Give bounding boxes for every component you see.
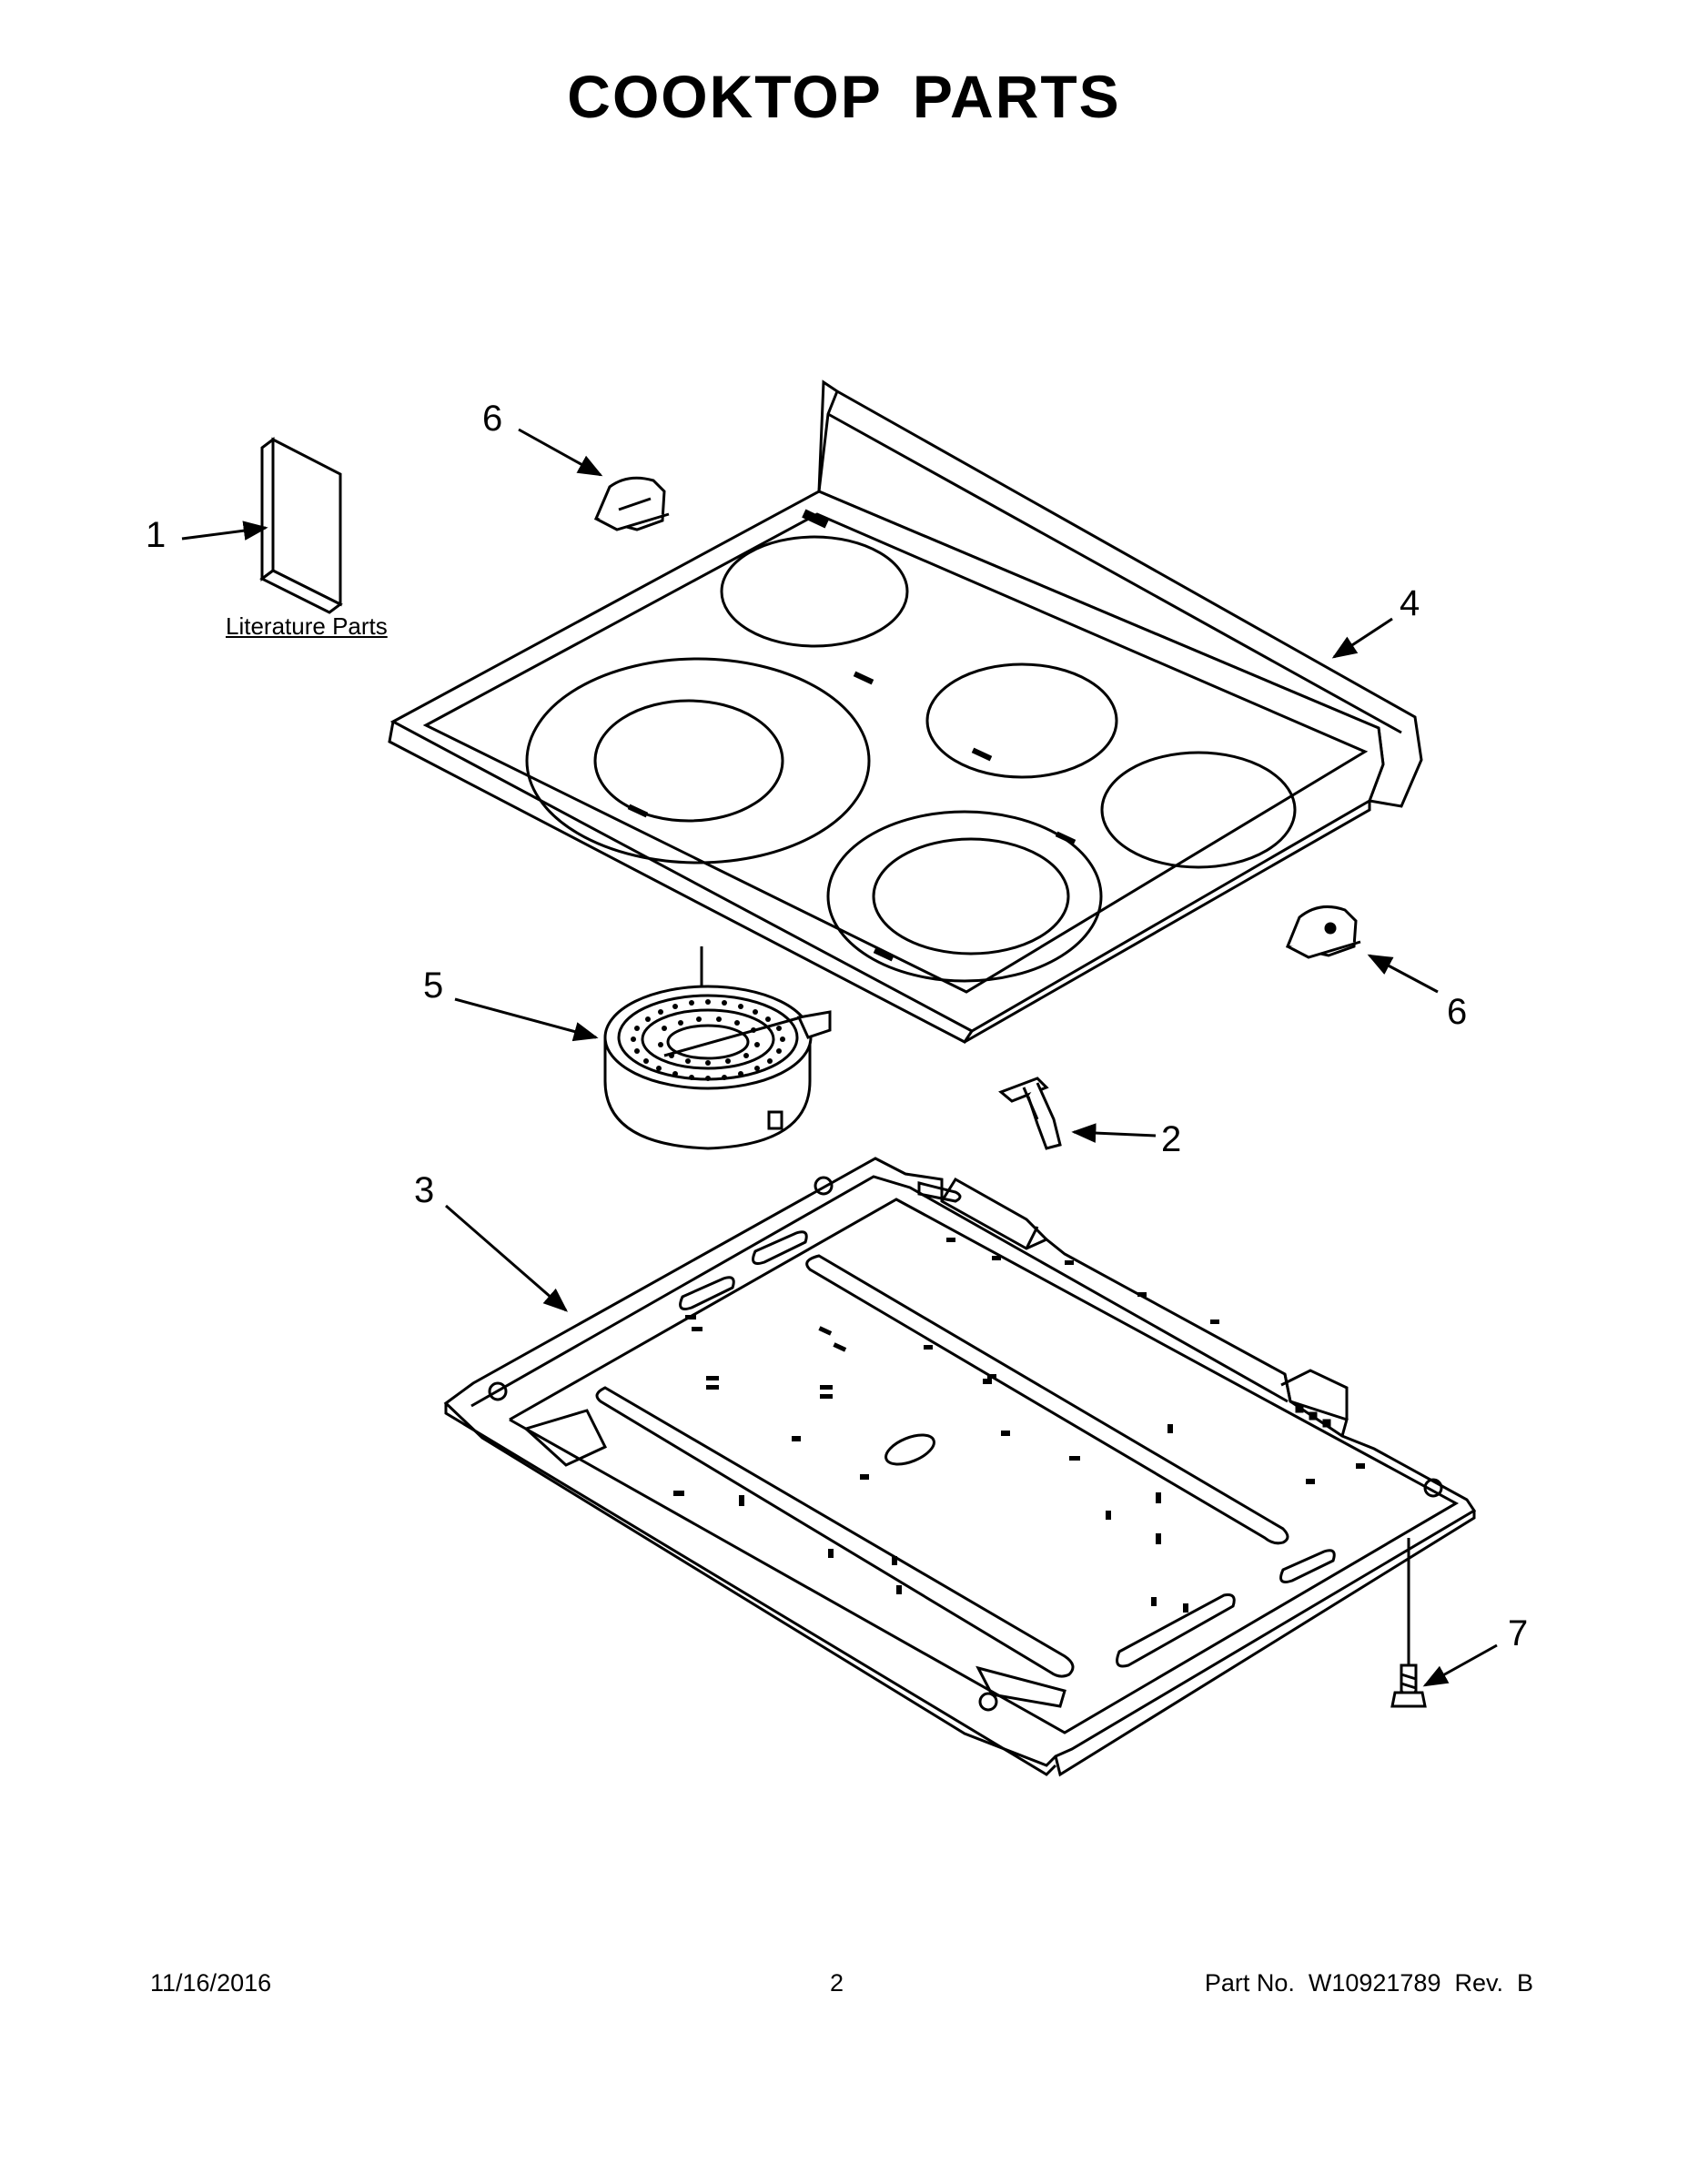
cooktop-main-top: [388, 379, 1423, 1092]
callout-6-bottom: 6: [1447, 992, 1468, 1032]
cooktop-hinge-bracket-top: [593, 476, 670, 531]
callout-2: 2: [1161, 1119, 1182, 1159]
cooktop-hinge-bracket-bottom: [1285, 905, 1361, 959]
callout-5: 5: [423, 966, 444, 1006]
footer-page-number: 2: [830, 1969, 844, 1997]
radiant-surface-element: [603, 985, 832, 1150]
callout-1: 1: [146, 515, 167, 555]
callout-3: 3: [414, 1170, 435, 1210]
literature-booklet: [259, 437, 343, 614]
literature-parts-label: Literature Parts: [226, 612, 388, 640]
footer-part-number: Part No. W10921789 Rev. B: [1204, 1969, 1533, 1997]
callout-7: 7: [1508, 1613, 1529, 1653]
callout-4: 4: [1400, 583, 1420, 623]
page-title: COOKTOP PARTS: [567, 63, 1121, 130]
footer-date: 11/16/2016: [150, 1969, 272, 1997]
cooktop-bottom-panel: [443, 1157, 1477, 1777]
callout-6-top: 6: [482, 399, 503, 439]
callout-leaders: [181, 428, 1498, 1687]
cooktop-clip: [998, 1077, 1062, 1150]
hex-screw: [1390, 1538, 1427, 1708]
